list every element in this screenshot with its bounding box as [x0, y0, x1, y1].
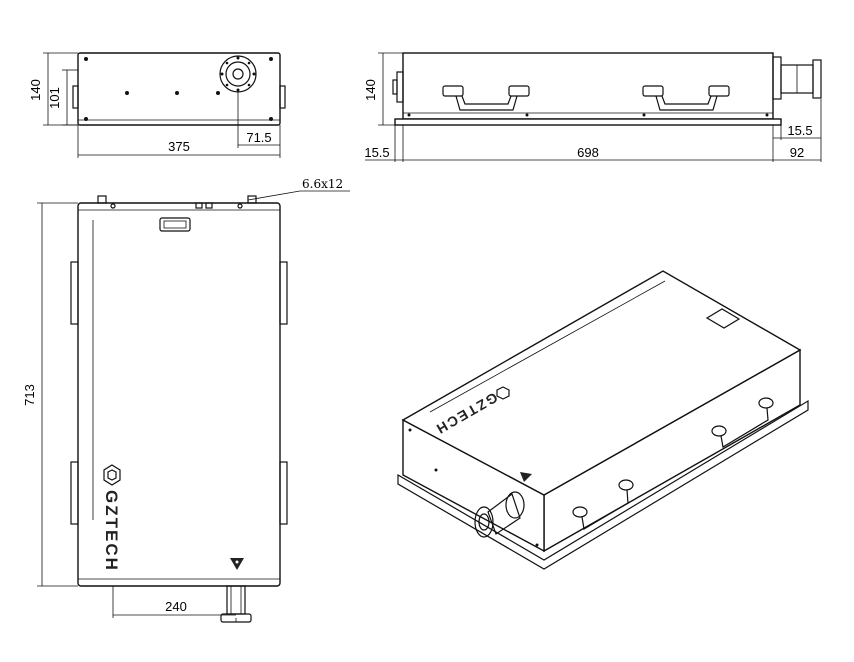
isometric-view: GZTECH — [397, 270, 809, 570]
warning-icon — [230, 558, 244, 570]
front-inner-height-label: 101 — [47, 87, 62, 109]
front-port-offset-label: 71.5 — [246, 130, 271, 145]
side-handle-right-icon — [642, 85, 730, 111]
top-view: GZTECH 6.6x12 713 240 — [22, 177, 350, 623]
iso-brand-logo-icon — [496, 386, 510, 400]
front-width-label: 375 — [168, 139, 190, 154]
brand-logo-icon — [103, 464, 121, 486]
iso-handle-back-icon — [711, 397, 774, 448]
iso-handle-front-icon — [572, 479, 634, 530]
side-handle-left-icon — [442, 85, 530, 111]
side-left-offset-label: 15.5 — [364, 145, 389, 160]
label-plate-icon — [705, 308, 741, 329]
side-view: 140 698 15.5 15.5 92 — [363, 52, 822, 162]
mount-hole-note: 6.6x12 — [302, 177, 343, 191]
side-right-base-label: 15.5 — [787, 123, 812, 138]
brand-name: GZTECH — [102, 490, 121, 572]
front-view: 140 101 375 71.5 — [28, 52, 286, 158]
iso-output-port-icon — [474, 491, 525, 538]
top-port-position-label: 240 — [165, 599, 187, 614]
top-length-label: 713 — [22, 384, 37, 406]
side-height-label: 140 — [363, 79, 378, 101]
side-port-extension-label: 92 — [790, 145, 804, 160]
front-height-label: 140 — [28, 79, 43, 101]
side-length-label: 698 — [577, 145, 599, 160]
